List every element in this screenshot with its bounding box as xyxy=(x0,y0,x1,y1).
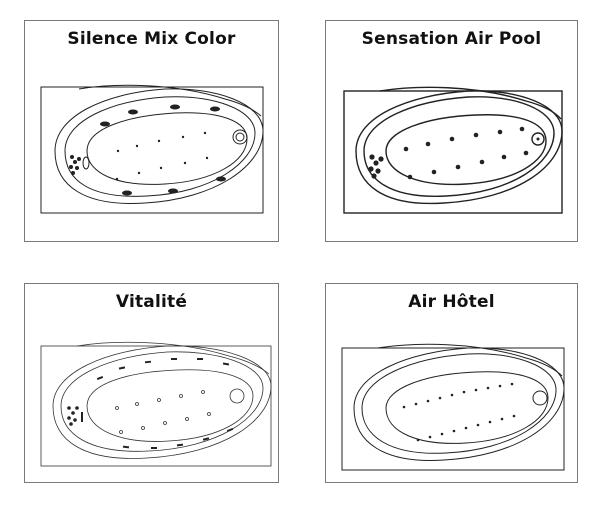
tub-basin xyxy=(86,112,248,185)
drain xyxy=(531,132,545,146)
tub-basin xyxy=(385,371,549,444)
backrest-curve xyxy=(377,343,563,377)
tub-shell xyxy=(353,347,565,461)
panel-title: Sensation Air Pool xyxy=(361,29,542,49)
backrest-curve xyxy=(78,84,262,117)
drain xyxy=(532,390,548,406)
tub-rim xyxy=(361,353,557,454)
bathtub-drawing xyxy=(341,343,565,471)
panel-title: Silence Mix Color xyxy=(67,29,236,49)
tub-basin xyxy=(86,369,254,442)
backrest-curve xyxy=(379,86,562,120)
panel-sensation-air-pool: Sensation Air Pool xyxy=(325,20,578,242)
jet-layer xyxy=(67,358,234,449)
panel-title: Air Hôtel xyxy=(408,292,495,312)
bathtub-drawing xyxy=(343,86,563,214)
bathtub-drawing xyxy=(40,84,264,214)
tub-frame xyxy=(343,90,563,214)
tub-basin xyxy=(385,114,547,186)
tub-shell xyxy=(355,90,563,205)
tub-rim xyxy=(363,96,555,197)
panel-silence-mix-color: Silence Mix Color xyxy=(24,20,279,242)
tub-shell xyxy=(54,88,264,204)
tub-frame xyxy=(40,86,264,214)
tub-frame xyxy=(40,345,272,467)
drain xyxy=(229,388,245,404)
jet-layer xyxy=(368,126,540,180)
jet-layer xyxy=(402,382,516,442)
tub-rim xyxy=(64,96,256,197)
drain xyxy=(232,129,248,145)
drain-inner xyxy=(235,132,245,142)
tub-frame xyxy=(341,347,565,471)
panel-vitalite: Vitalité xyxy=(24,283,279,483)
tub-rim xyxy=(60,351,264,452)
bathtub-drawing xyxy=(40,341,272,467)
tub-shell xyxy=(52,345,272,459)
jet-layer xyxy=(69,104,226,196)
panel-title: Vitalité xyxy=(115,292,188,312)
panel-air-hotel: Air Hôtel xyxy=(325,283,578,483)
backrest-curve xyxy=(76,341,270,375)
